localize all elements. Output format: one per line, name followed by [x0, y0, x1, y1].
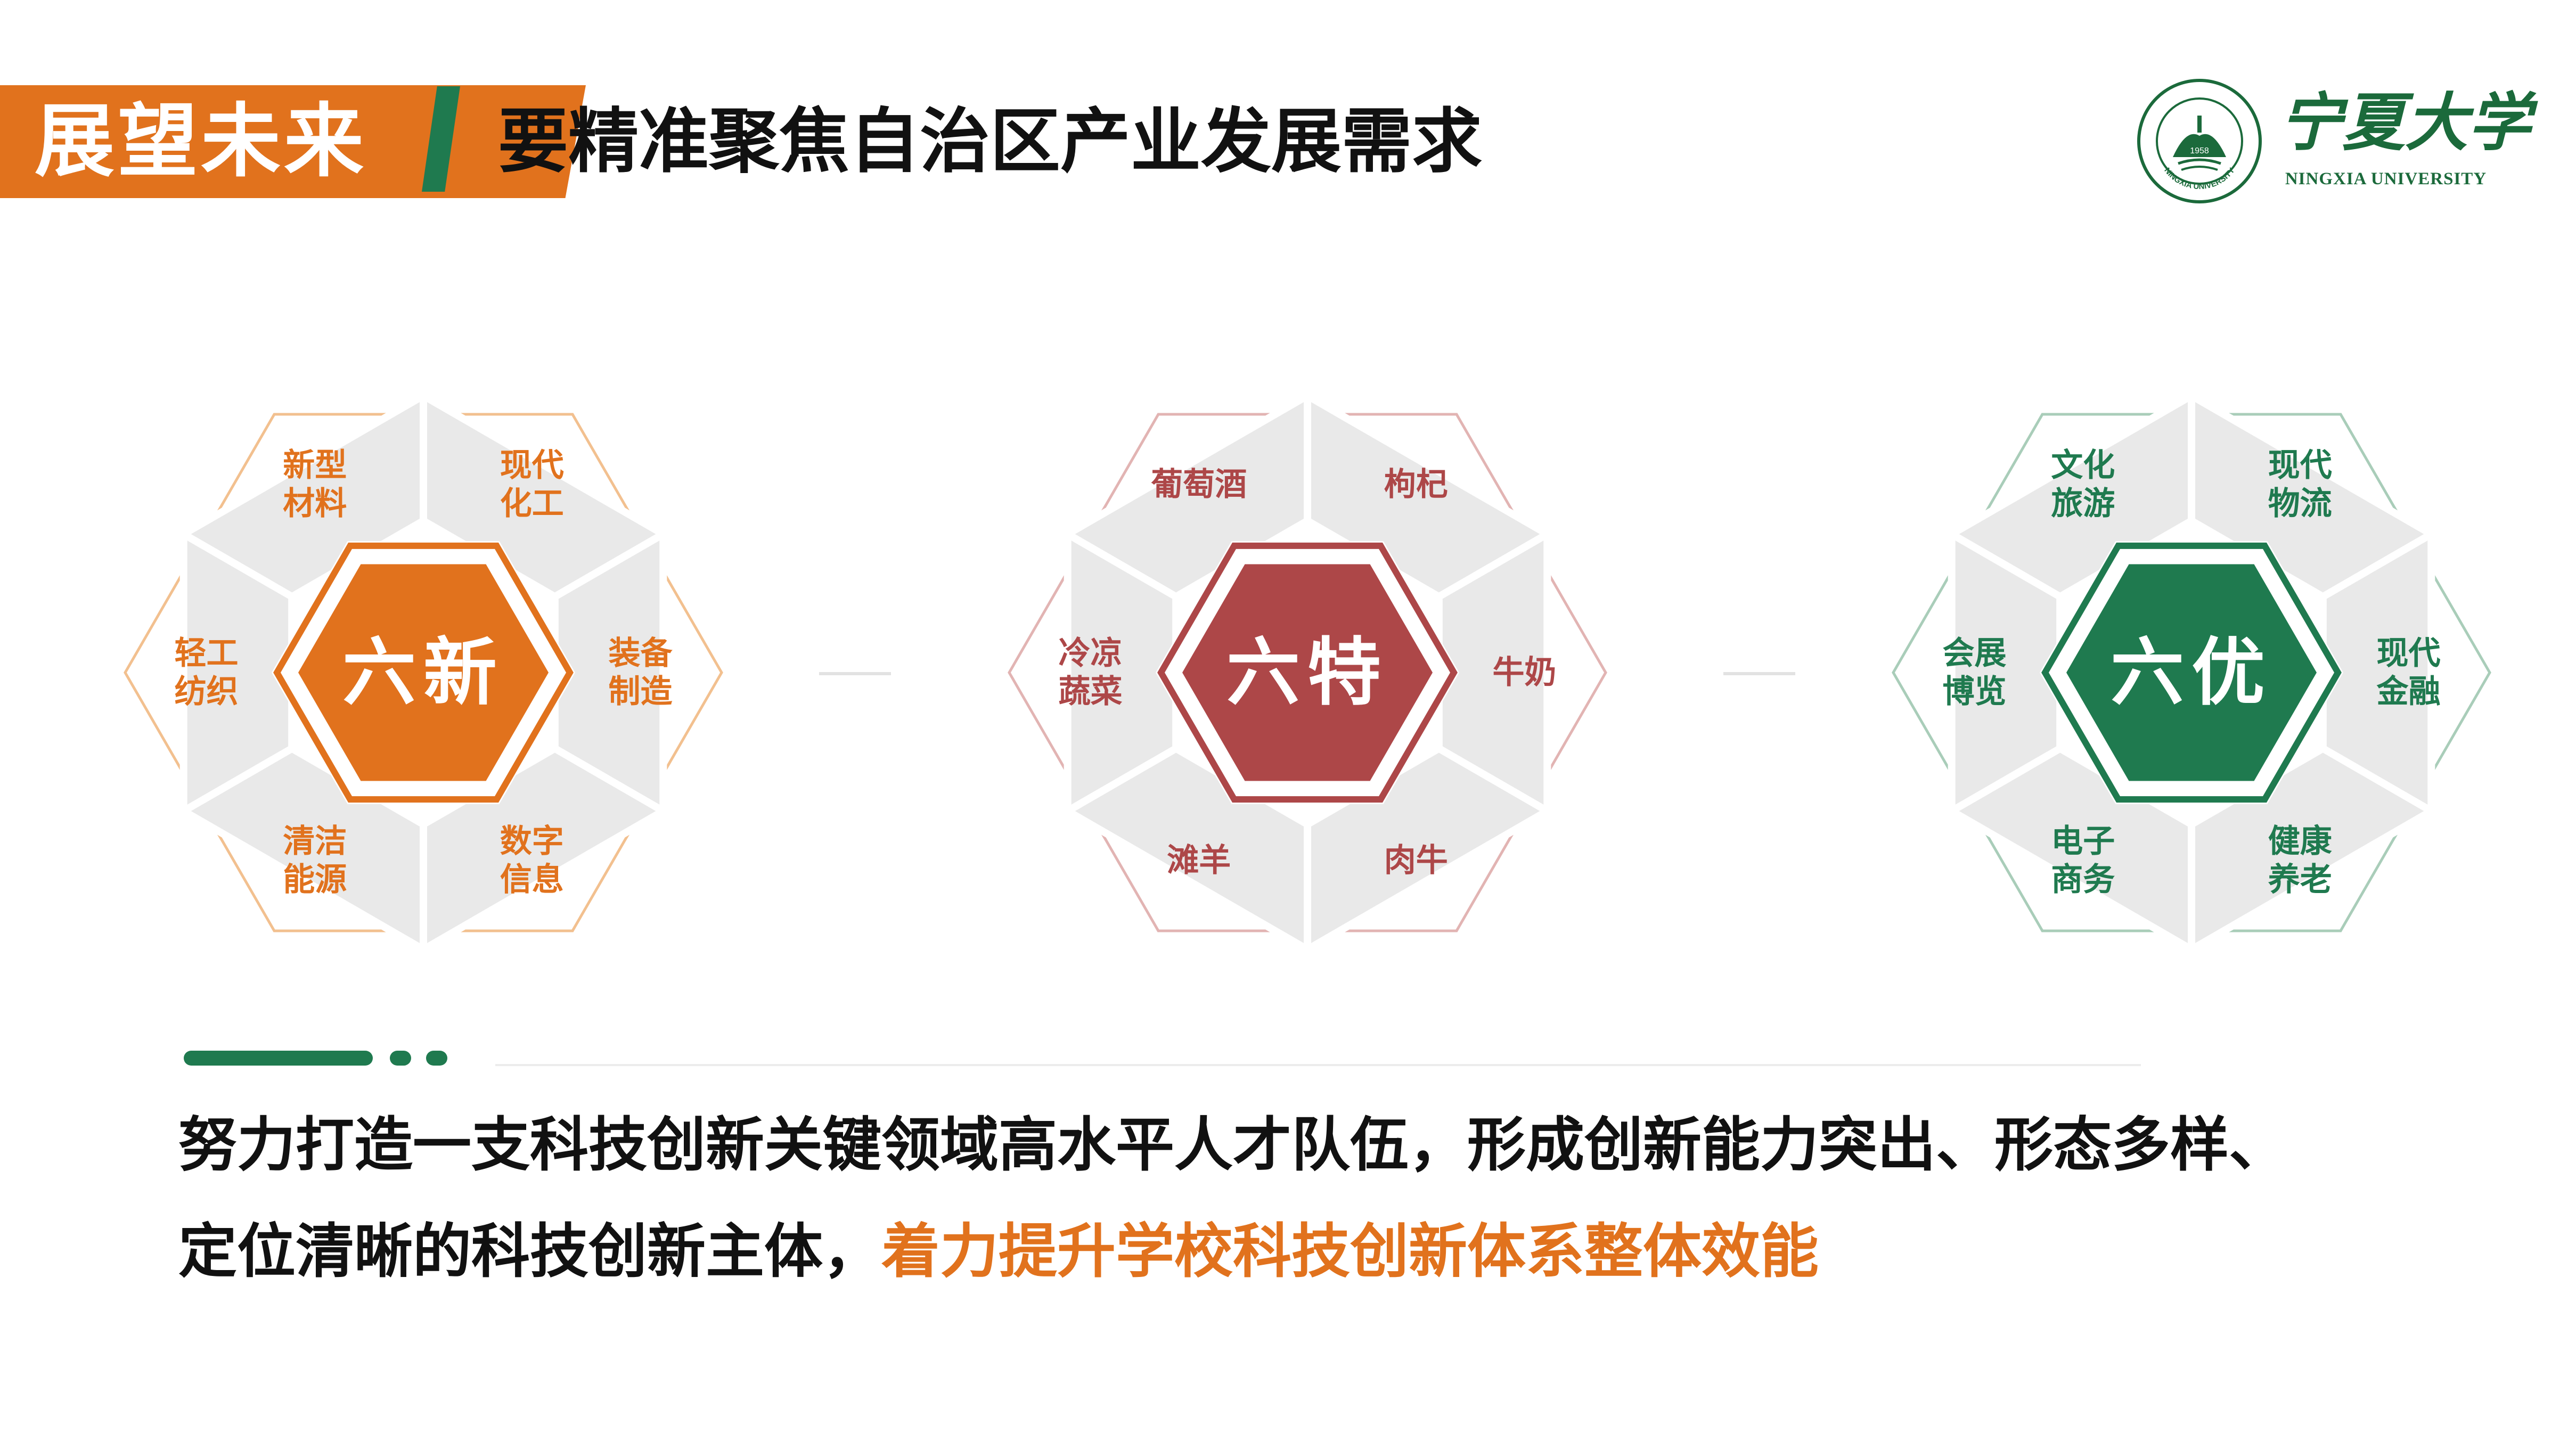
hexagon-segment-label: 蔬菜: [1059, 673, 1123, 710]
page-title: 要精准聚焦自治区产业发展需求: [498, 101, 1482, 183]
hexagon-segment-label: 牛奶: [1493, 654, 1557, 691]
hexagon-outline: [1008, 413, 1607, 932]
hexagon-segment-label: 物流: [2268, 485, 2332, 522]
hexagon-core: [298, 564, 549, 781]
hexagon-segment-label: 肉牛: [1384, 842, 1448, 879]
hexagon-segment-label: 能源: [283, 861, 347, 898]
hexagon-six-excellent: 文化旅游现代物流现代金融健康养老电子商务会展博览六优: [1892, 389, 2491, 956]
hexagon-segment-label: 健康: [2268, 823, 2332, 860]
connector-line-left: [819, 672, 891, 675]
university-name-en: NINGXIA UNIVERSITY: [2285, 169, 2487, 189]
hexagon-core: [2066, 564, 2317, 781]
hexagon-core-ring: [2041, 542, 2342, 803]
svg-text:NINGXIA UNIVERSITY: NINGXIA UNIVERSITY: [2162, 166, 2236, 191]
hexagon-segment-label: 清洁: [283, 823, 347, 860]
header-tag-banner: [0, 85, 586, 198]
footer-text-normal: 定位清晰的科技创新主体，: [178, 1217, 881, 1286]
hexagon-segment-label: 轻工: [175, 635, 239, 672]
hexagon-segment-label: 冷凉: [1059, 635, 1123, 672]
hexagon-segment-label: 旅游: [2051, 485, 2115, 522]
hexagon-segment-label: 电子: [2051, 823, 2115, 860]
university-seal-icon: 1958 NINGXIA UNIVERSITY: [2137, 79, 2262, 203]
hexagon-outline: [1892, 413, 2491, 932]
hexagon-segment-label: 化工: [500, 485, 564, 522]
seal-ring-text: NINGXIA UNIVERSITY: [2162, 166, 2236, 191]
hexagon-segment-label: 新型: [283, 447, 347, 484]
university-name-cn: 宁夏大学: [2279, 85, 2531, 159]
hexagon-core-ring: [1157, 542, 1458, 803]
hexagon-outline: [124, 413, 723, 932]
hexagon-segment-label: 商务: [2051, 861, 2115, 898]
footer-accent-dot: [426, 1051, 447, 1066]
hexagon-segment-label: 葡萄酒: [1151, 466, 1247, 503]
hexagon-center-label: 六优: [2111, 630, 2272, 716]
hexagon-center-label: 六新: [342, 630, 504, 716]
hexagon-segment-label: 现代: [500, 447, 564, 484]
hexagon-segment-label: 会展: [1943, 635, 2007, 672]
footer-accent-dot: [390, 1051, 411, 1066]
hexagon-core-ring: [273, 542, 574, 803]
hexagon-segment-label: 文化: [2051, 447, 2115, 484]
hexagon-segment-label: 信息: [500, 861, 564, 898]
footer-text-highlight: 着力提升学校科技创新体系整体效能: [881, 1217, 1819, 1286]
hexagon-center-label: 六特: [1226, 630, 1388, 716]
seal-year: 1958: [2190, 146, 2209, 155]
hexagon-core: [1182, 564, 1433, 781]
hexagon-segment-label: 数字: [500, 823, 564, 860]
hexagon-segment-label: 制造: [609, 673, 673, 710]
header-tag-label: 展望未来: [35, 95, 367, 188]
hexagon-segment-label: 养老: [2268, 861, 2332, 898]
connector-line-right: [1723, 672, 1795, 675]
hexagon-segment-label: 现代: [2268, 447, 2332, 484]
footer-text-line-1: 努力打造一支科技创新关键领域高水平人才队伍，形成创新能力突出、形态多样、: [178, 1111, 2287, 1179]
hexagon-segment-label: 滩羊: [1167, 842, 1231, 879]
hexagon-segment-label: 纺织: [175, 673, 239, 710]
hexagon-segment-label: 现代: [2377, 635, 2441, 672]
footer-text-line-2: 定位清晰的科技创新主体，着力提升学校科技创新体系整体效能: [178, 1204, 1819, 1289]
hexagon-segment-label: 装备: [609, 635, 673, 672]
footer-divider: [495, 1064, 2141, 1066]
footer-accent-bar: [184, 1051, 373, 1066]
hexagon-segment-label: 枸杞: [1384, 466, 1448, 503]
hexagon-segment-label: 金融: [2377, 673, 2441, 710]
hexagon-segment-label: 博览: [1943, 673, 2007, 710]
hexagon-segment-label: 材料: [283, 485, 347, 522]
